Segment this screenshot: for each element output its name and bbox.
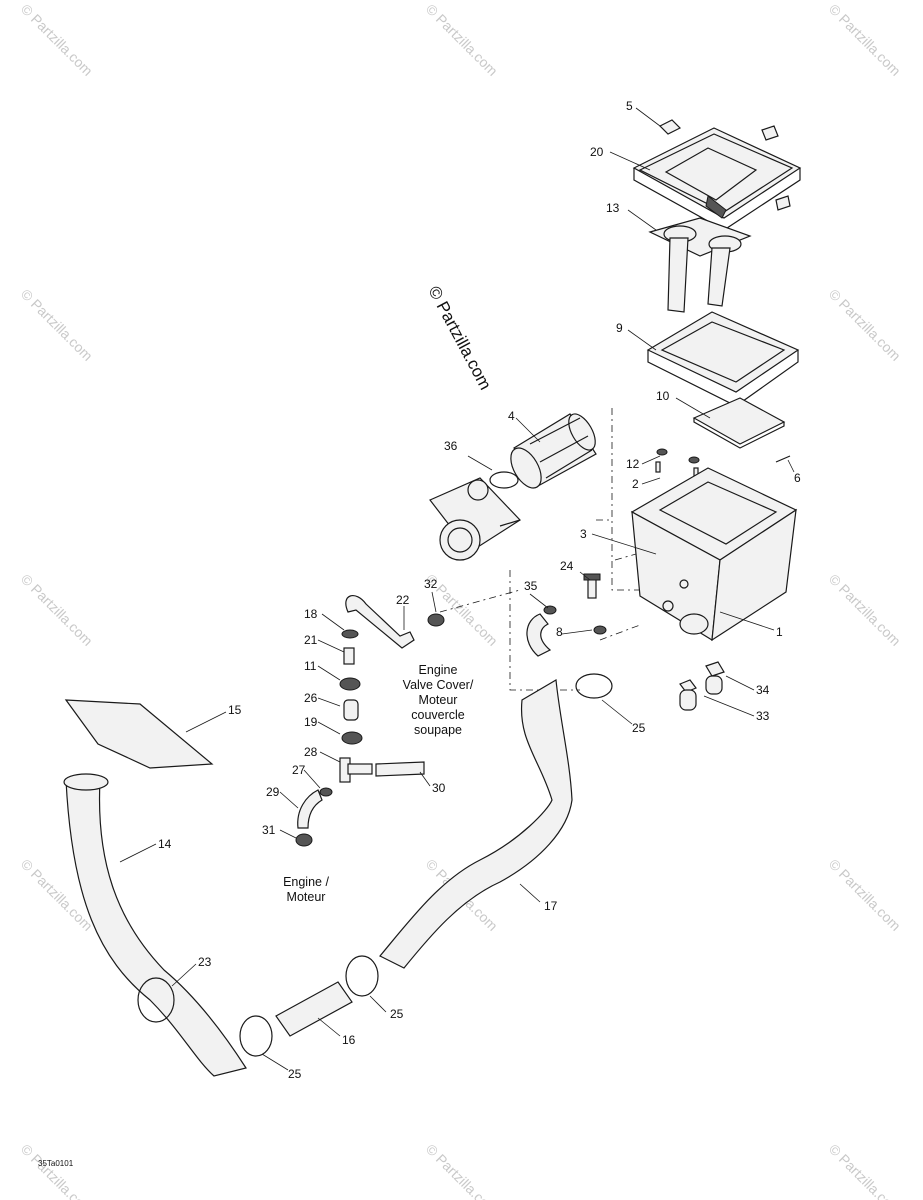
duct-part-14 [65, 779, 247, 1077]
intake-boot-part-4 [510, 413, 597, 489]
pin-part-6 [775, 455, 791, 463]
watermark: © Partzilla.com [826, 286, 904, 364]
duct-part-17 [379, 679, 573, 969]
note-line: Engine / [283, 875, 329, 889]
callout-25: 25 [288, 1067, 302, 1081]
callout-24: 24 [560, 559, 574, 573]
fittings-stack [339, 629, 363, 745]
hose-part-29 [297, 789, 323, 829]
watermark: © Partzilla.com [826, 571, 904, 649]
watermark: © Partzilla.com [423, 1141, 501, 1200]
airbox-cover-part-20 [632, 127, 802, 231]
callout-3: 3 [580, 527, 587, 541]
clamp-part-31 [295, 833, 313, 847]
filter-pad-part-10 [692, 397, 786, 449]
tube-part-16 [275, 981, 353, 1037]
strap-part-23 [137, 977, 175, 1023]
callout-12: 12 [626, 457, 640, 471]
copyright-text: © Partzilla.com [424, 283, 495, 393]
carburetor-assembly [429, 477, 521, 561]
callout-17: 17 [544, 899, 558, 913]
watermark: © Partzilla.com [423, 1, 501, 79]
callout-8: 8 [556, 625, 563, 639]
nuts-part-12 [655, 448, 700, 479]
filter-frame-part-9 [646, 311, 800, 407]
callout-18: 18 [304, 607, 318, 621]
callout-29: 29 [266, 785, 280, 799]
note-line: soupape [414, 723, 462, 737]
duct-inlet [63, 773, 109, 791]
callout-15: 15 [228, 703, 242, 717]
callout-28: 28 [304, 745, 318, 759]
callout-22: 22 [396, 593, 410, 607]
clamp-part-25 [345, 955, 379, 997]
callout-5: 5 [626, 99, 633, 113]
watermark: © Partzilla.com [18, 1141, 96, 1200]
watermark: © Partzilla.com [18, 1, 96, 79]
callout-16: 16 [342, 1033, 356, 1047]
callout-20: 20 [590, 145, 604, 159]
note-line: Moteur [287, 890, 326, 904]
note-line: Engine [419, 663, 458, 677]
engine-note: Engine / Moteur [283, 875, 329, 904]
callout-34: 34 [756, 683, 770, 697]
assembly-lines [439, 408, 651, 691]
callout-21: 21 [304, 633, 318, 647]
callout-26: 26 [304, 691, 318, 705]
callout-32: 32 [424, 577, 438, 591]
callout-19: 19 [304, 715, 318, 729]
airbox-part-1 [630, 467, 798, 642]
hose-part-35 [526, 613, 552, 657]
tee-fitting-part-28 [319, 757, 373, 797]
callout-1: 1 [776, 625, 783, 639]
callout-27: 27 [292, 763, 306, 777]
callout-36: 36 [444, 439, 458, 453]
valve-cover-note: Engine Valve Cover/ Moteur couvercle sou… [403, 663, 474, 737]
callout-10: 10 [656, 389, 670, 403]
callout-2: 2 [632, 477, 639, 491]
note-line: couvercle [411, 708, 465, 722]
note-line: Moteur [419, 693, 458, 707]
watermark: © Partzilla.com [826, 1141, 904, 1200]
callout-labels: 5 20 13 9 10 12 2 6 3 1 4 36 24 35 8 32 … [158, 99, 801, 1081]
cap-parts-33-34 [679, 661, 725, 711]
hose-part-22 [345, 595, 415, 649]
watermark: © Partzilla.com [826, 1, 904, 79]
watermark: © Partzilla.com [18, 286, 96, 364]
callout-25: 25 [632, 721, 646, 735]
callout-25: 25 [390, 1007, 404, 1021]
clamp-part-32 [427, 613, 445, 627]
callout-11: 11 [304, 659, 317, 673]
callout-30: 30 [432, 781, 446, 795]
bolt-part-24 [583, 573, 601, 599]
callout-33: 33 [756, 709, 770, 723]
watermark: © Partzilla.com [826, 856, 904, 934]
plate-part-15 [64, 699, 214, 769]
callout-6: 6 [794, 471, 801, 485]
callout-leaders [119, 107, 795, 1071]
clamp-part-8 [543, 605, 607, 635]
clamp-part-25 [575, 673, 613, 699]
diagram-code: 35Ta0101 [38, 1159, 74, 1168]
watermark: © Partzilla.com [18, 571, 96, 649]
callout-13: 13 [606, 201, 620, 215]
callout-23: 23 [198, 955, 212, 969]
callout-4: 4 [508, 409, 515, 423]
clip-part-5 [658, 119, 791, 211]
callout-14: 14 [158, 837, 172, 851]
clamp-part-36 [489, 471, 519, 489]
clamp-part-25 [239, 1015, 273, 1057]
callout-31: 31 [262, 823, 276, 837]
callout-35: 35 [524, 579, 538, 593]
intake-plate-part-13 [648, 217, 752, 313]
note-line: Valve Cover/ [403, 678, 474, 692]
hose-part-30 [375, 761, 425, 777]
callout-9: 9 [616, 321, 623, 335]
